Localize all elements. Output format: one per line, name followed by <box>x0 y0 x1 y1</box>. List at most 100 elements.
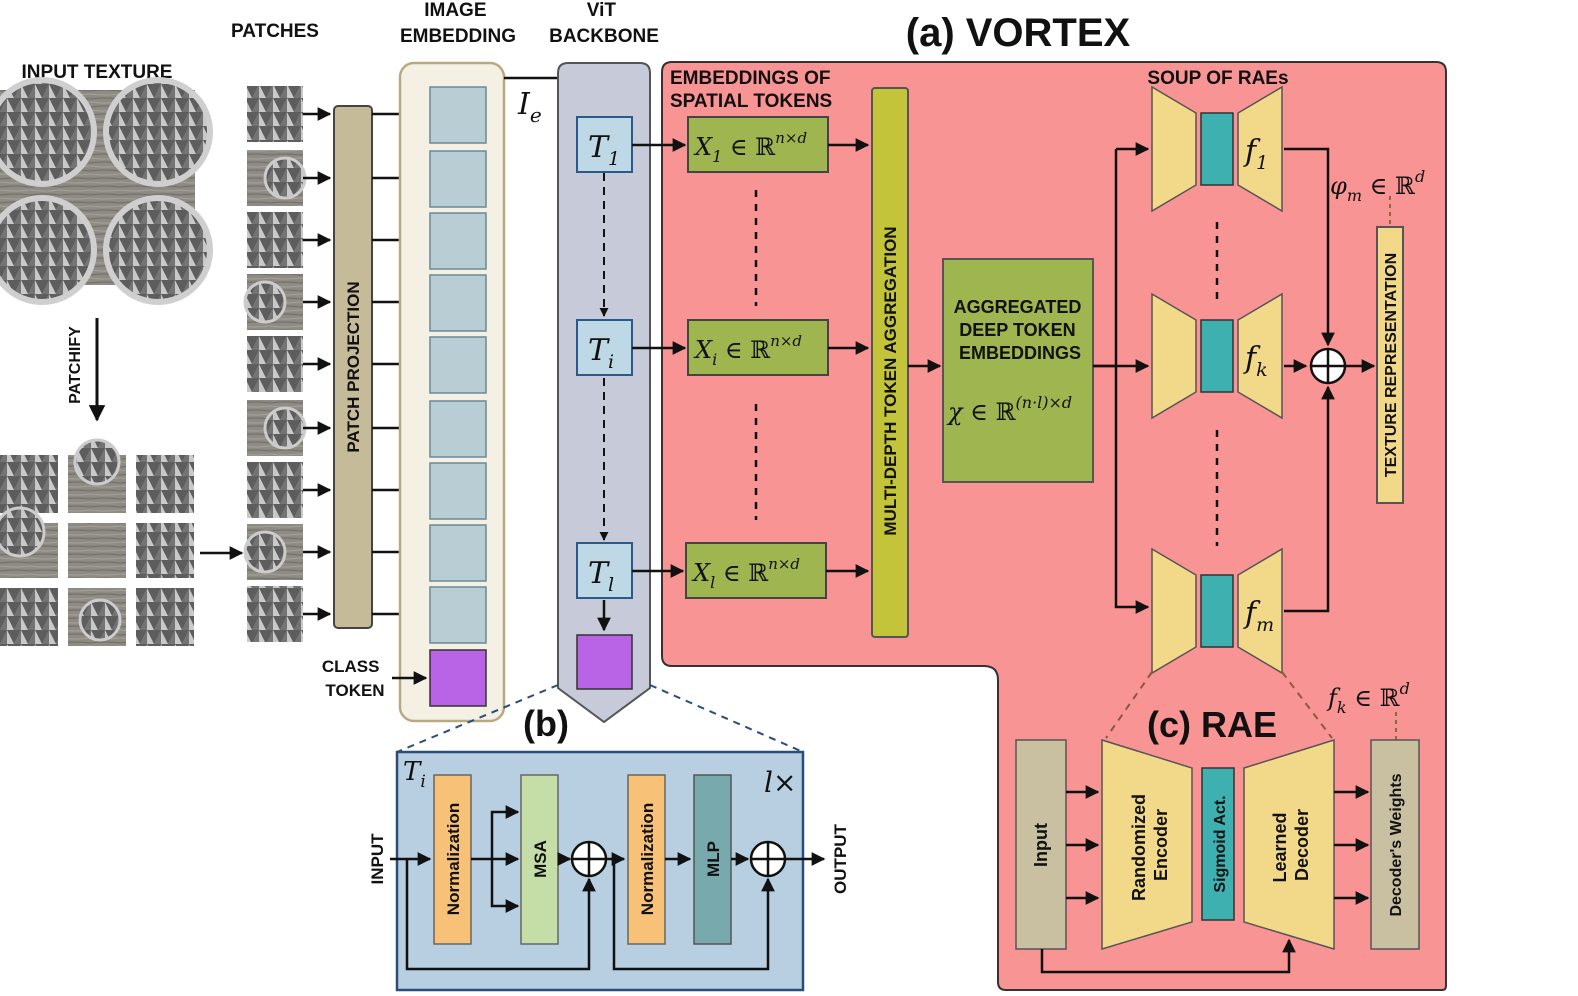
c-weights-label: Decoder's Weights <box>1388 773 1405 916</box>
b-residual-2 <box>612 859 775 971</box>
rae-latent-3 <box>1200 574 1234 648</box>
patch-8-detail <box>243 530 287 574</box>
c-zoom-line-left <box>1105 671 1153 739</box>
vit-token-label-3: Tl <box>588 556 614 596</box>
spatial-embedding-box-2 <box>687 319 829 376</box>
patchify-label: PATCHIFY <box>67 326 84 404</box>
embedding-cell-9 <box>429 586 487 644</box>
c-sigmoid-box <box>1201 767 1235 921</box>
b-sum-node-1 <box>570 840 608 878</box>
rae-latent-1 <box>1200 112 1234 186</box>
sum-node <box>1309 347 1347 385</box>
c-zoom-line-right <box>1281 671 1333 739</box>
vit-token-block-2 <box>576 319 633 376</box>
b-normalization-1 <box>433 774 472 945</box>
patches-label: PATCHES <box>231 21 319 42</box>
vit-backbone-header: ViT BACKBONE <box>549 0 659 47</box>
b-msa-label: MSA <box>531 840 550 878</box>
patch-6-detail <box>263 406 307 450</box>
patch-5 <box>247 336 303 392</box>
texture-representation-label: TEXTURE REPRESENTATION <box>1383 253 1400 477</box>
class-token-label: CLASS TOKEN <box>322 657 385 700</box>
vit-token-label-2: Ti <box>588 333 614 373</box>
embedding-cell-7 <box>429 462 487 520</box>
b-mlp-label: MLP <box>704 841 723 877</box>
spatial-tokens-header: EMBEDDINGS OF SPATIAL TOKENS <box>670 68 836 112</box>
c-decoder-label: Learned Decoder <box>1270 807 1312 882</box>
embedding-cell-5 <box>429 336 487 394</box>
spatial-embedding-label-1: X1 ∈ ℝn×d <box>693 129 807 166</box>
patch-2-detail <box>263 156 307 200</box>
embedding-cell-6 <box>429 400 487 458</box>
c-encoder-label: Randomized Encoder <box>1129 789 1171 901</box>
image-embedding-header: IMAGE EMBEDDING <box>400 0 516 47</box>
input-texture-image <box>0 77 213 305</box>
embedding-cell-8 <box>429 524 487 582</box>
vit-token-block-3 <box>576 542 633 599</box>
f1-to-sum-arrow <box>1284 147 1335 347</box>
c-input-to-decoder-loop <box>1040 938 1296 974</box>
embedding-cell-3 <box>429 212 487 270</box>
b-ti-symbol: Ti <box>403 757 426 792</box>
patch-4-detail <box>243 280 287 324</box>
rae-latent-2 <box>1200 319 1234 393</box>
aggregated-embeddings-formula: χ ∈ ℝ(n·l)×d <box>946 393 1072 426</box>
b-normalization-2-label: Normalization <box>638 803 657 915</box>
rae-decoder-2 <box>1237 292 1283 420</box>
spatial-embedding-box-3 <box>685 542 827 599</box>
vortex-panel <box>661 61 1447 991</box>
patch-3 <box>247 212 303 268</box>
b-msa-box <box>520 774 559 945</box>
embedding-cell-1 <box>429 86 487 144</box>
vit-token-block-1 <box>576 116 633 173</box>
b-normalization-2 <box>627 774 666 945</box>
b-input-label: INPUT <box>368 833 387 885</box>
b-output-label: OUTPUT <box>831 823 850 894</box>
rae-encoder-1 <box>1151 85 1197 213</box>
rae-encoder-3 <box>1151 547 1197 675</box>
vortex-title: (a) VORTEX <box>906 11 1131 55</box>
class-token-embedding <box>429 649 487 707</box>
vit-class-token <box>576 634 633 690</box>
ie-symbol: Ie <box>517 87 542 127</box>
b-norm-to-msa-top <box>490 805 520 859</box>
phi-formula: φm ∈ ℝd <box>1330 167 1425 205</box>
embedding-cells <box>429 86 487 644</box>
embedding-cell-2 <box>429 150 487 208</box>
rae-encoder-2 <box>1151 292 1197 420</box>
b-normalization-1-label: Normalization <box>444 803 463 915</box>
aggregated-embeddings-box <box>942 258 1094 483</box>
b-zoom-line-right <box>649 684 804 753</box>
spatial-embedding-box-1 <box>687 116 829 173</box>
multi-depth-aggregation-label: MULTI-DEPTH TOKEN AGGREGATION <box>881 226 900 535</box>
fm-to-sum-arrow <box>1284 385 1335 613</box>
c-input-label: Input <box>1031 823 1051 867</box>
patch-grid <box>0 438 194 646</box>
input-texture-title: INPUT TEXTURE <box>22 62 173 83</box>
patch-column <box>243 86 307 642</box>
vit-token-label-1: T1 <box>588 130 620 170</box>
soup-to-fm-arrow <box>1114 366 1150 614</box>
b-norm-to-msa-bottom <box>490 859 520 913</box>
texture-representation-box <box>1376 226 1404 504</box>
soup-header: SOUP OF RAEs <box>1147 68 1288 89</box>
b-label: (b) <box>523 703 569 744</box>
multi-depth-aggregation-box <box>871 87 909 638</box>
spatial-token-embeddings: X1 ∈ ℝn×dXi ∈ ℝn×dXl ∈ ℝn×d <box>632 116 870 599</box>
c-input-box <box>1015 739 1067 950</box>
c-randomized-encoder <box>1101 738 1193 951</box>
patch-projection-box <box>333 105 373 629</box>
c-sigmoid-label: Sigmoid Act. <box>1212 795 1229 892</box>
rae-decoder-1 <box>1237 85 1283 213</box>
patch-1 <box>247 86 303 142</box>
c-learned-decoder <box>1243 738 1335 951</box>
embedding-cell-4 <box>429 274 487 332</box>
c-label: (c) RAE <box>1147 704 1277 745</box>
b-zoom-line-left <box>396 684 559 753</box>
aggregated-embeddings-title: AGGREGATED DEEP TOKEN EMBEDDINGS <box>954 297 1087 363</box>
b-sum-node-2 <box>749 840 787 878</box>
spatial-embedding-label-3: Xl ∈ ℝn×d <box>691 555 800 592</box>
